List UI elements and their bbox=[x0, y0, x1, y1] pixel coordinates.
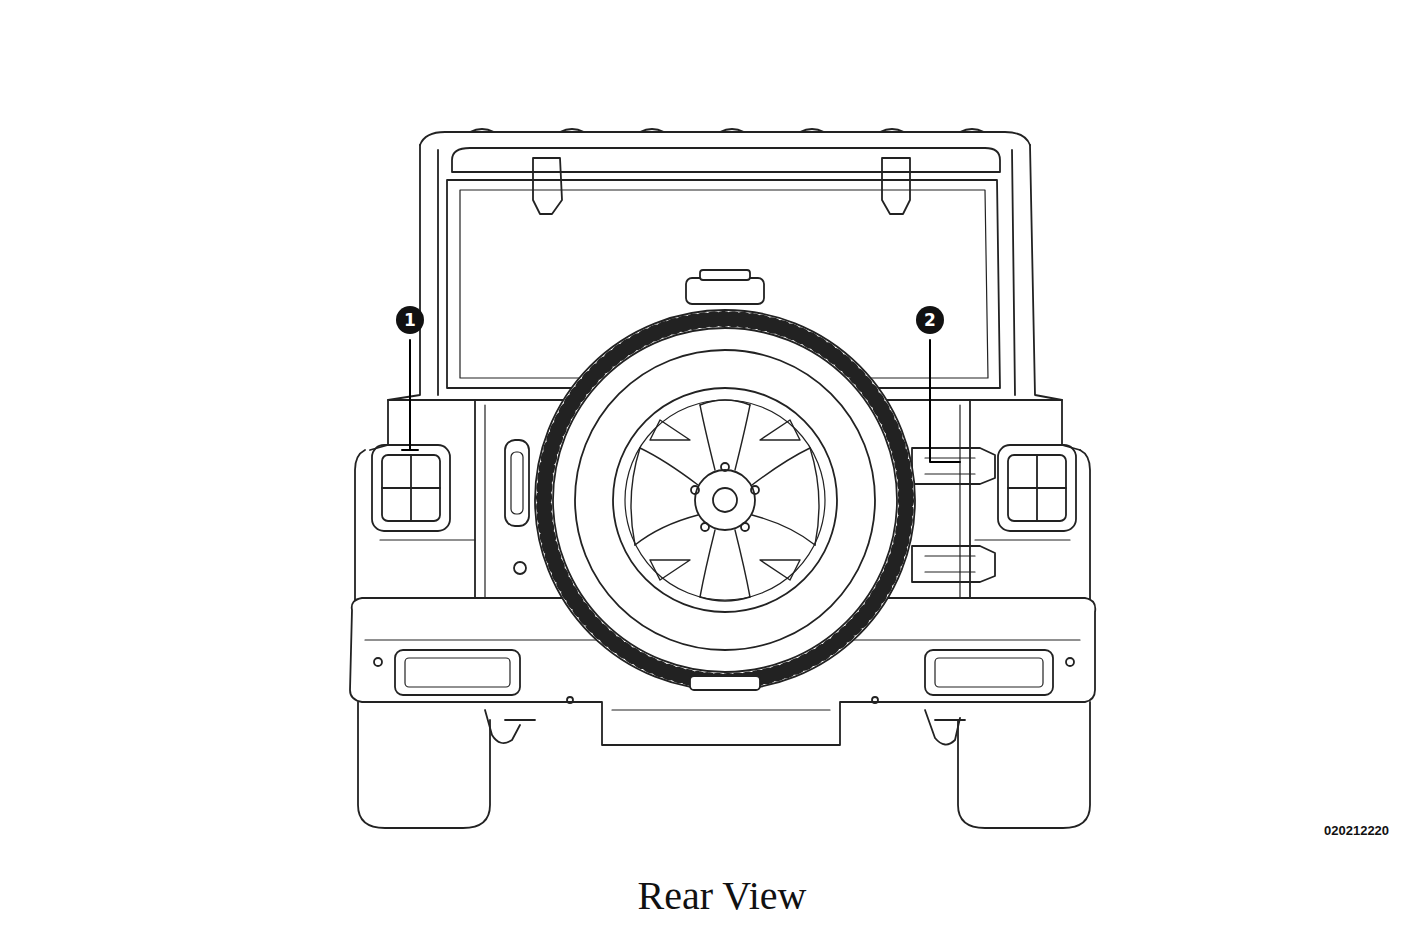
figure-caption: Rear View bbox=[637, 872, 806, 919]
callout-number: 2 bbox=[916, 306, 944, 334]
figure-code: 020212220 bbox=[1324, 823, 1389, 838]
callout-number: 1 bbox=[396, 306, 424, 334]
